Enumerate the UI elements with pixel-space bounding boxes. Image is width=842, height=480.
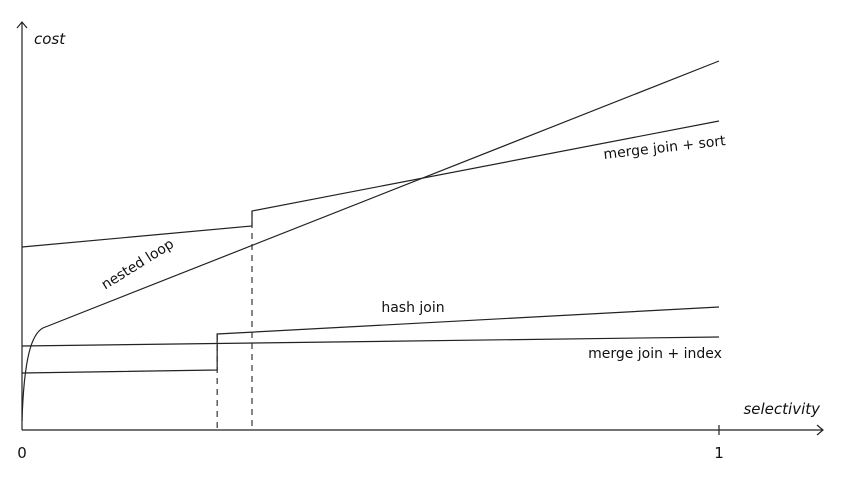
- x-tick-label-0: 0: [17, 444, 27, 462]
- series-line-merge-join-sort: [21, 120, 720, 248]
- series-line-hash-join: [21, 306, 720, 374]
- series-lines: [21, 60, 720, 422]
- series-label-nested-loop: nested loop: [99, 236, 177, 293]
- series-label-merge-join-index: merge join + index: [588, 346, 722, 362]
- x-axis-arrow: [816, 424, 824, 436]
- series-line-merge-join-index: [21, 336, 720, 347]
- series-line-nested-loop: [21, 60, 720, 422]
- y-axis-arrow: [16, 21, 28, 29]
- series-labels: nested loop merge join + sort hash join mer…: [99, 133, 727, 362]
- series-label-hash-join: hash join: [381, 300, 444, 316]
- x-tick-label-1: 1: [714, 444, 724, 462]
- axes: [16, 21, 824, 436]
- y-axis-label: cost: [34, 30, 66, 48]
- series-label-merge-join-sort: merge join + sort: [603, 133, 727, 163]
- reference-lines: [216, 211, 253, 430]
- x-axis-label: selectivity: [743, 400, 821, 418]
